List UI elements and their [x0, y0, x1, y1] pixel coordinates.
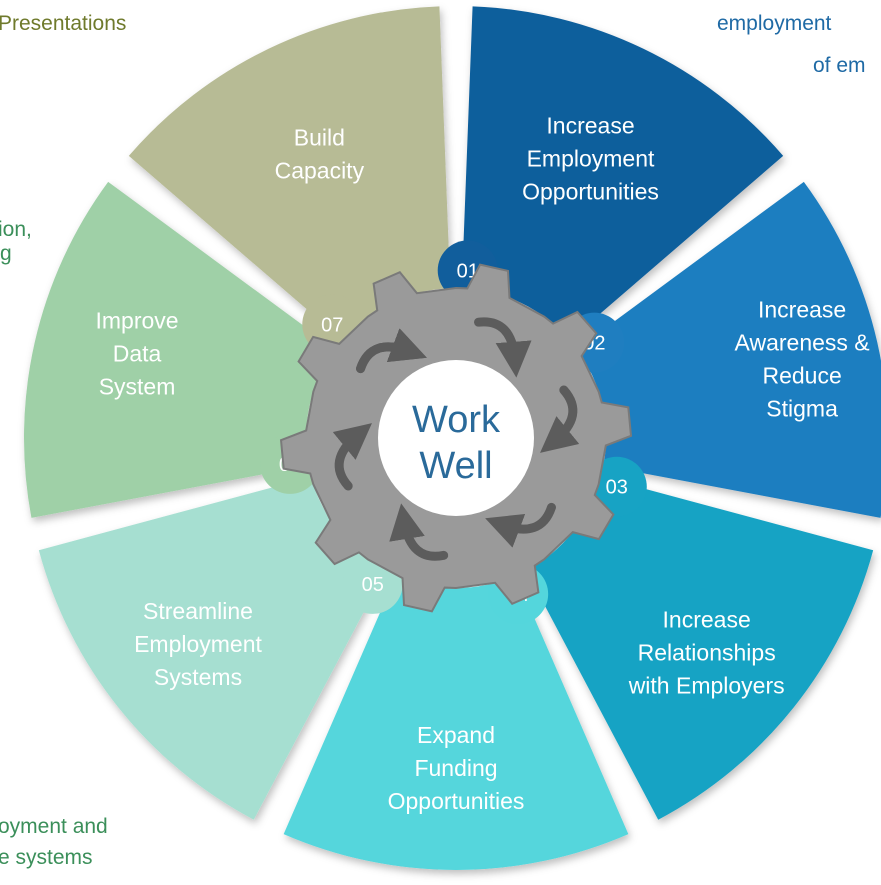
curved-arrow-icon: [332, 423, 372, 491]
caption-bottom-left-line1: oyment and: [0, 815, 108, 838]
cycle-arrows: [332, 317, 580, 561]
caption-mid-left-line2: g: [0, 242, 12, 265]
caption-bottom-left-line2: e systems: [0, 846, 93, 869]
segment-number-07: 07: [321, 314, 343, 336]
segment-04: [283, 575, 629, 870]
segments-layer: [24, 6, 881, 870]
curved-arrow-icon: [540, 385, 580, 453]
segment-number-03: 03: [606, 477, 628, 499]
segment-07: [128, 6, 451, 341]
curved-arrow-icon: [389, 503, 449, 561]
gear-hub: [378, 360, 534, 516]
segment-number-05: 05: [362, 574, 384, 596]
caption-top-left: Presentations: [0, 12, 127, 35]
segment-05: [38, 476, 386, 820]
caption-mid-left-line1: ion,: [0, 218, 32, 241]
segment-02: [576, 181, 881, 518]
caption-top-right-line2: of em: [813, 54, 866, 77]
caption-top-right-line1: employment: [717, 12, 832, 35]
center-title-line1: Work: [412, 399, 501, 441]
curved-arrow-icon: [356, 328, 427, 374]
curved-arrow-icon: [474, 317, 532, 378]
segment-06: [24, 181, 336, 518]
segment-01: [461, 6, 784, 341]
center-title-line2: Well: [419, 445, 492, 487]
segment-03: [526, 476, 874, 820]
curved-arrow-icon: [485, 502, 556, 548]
